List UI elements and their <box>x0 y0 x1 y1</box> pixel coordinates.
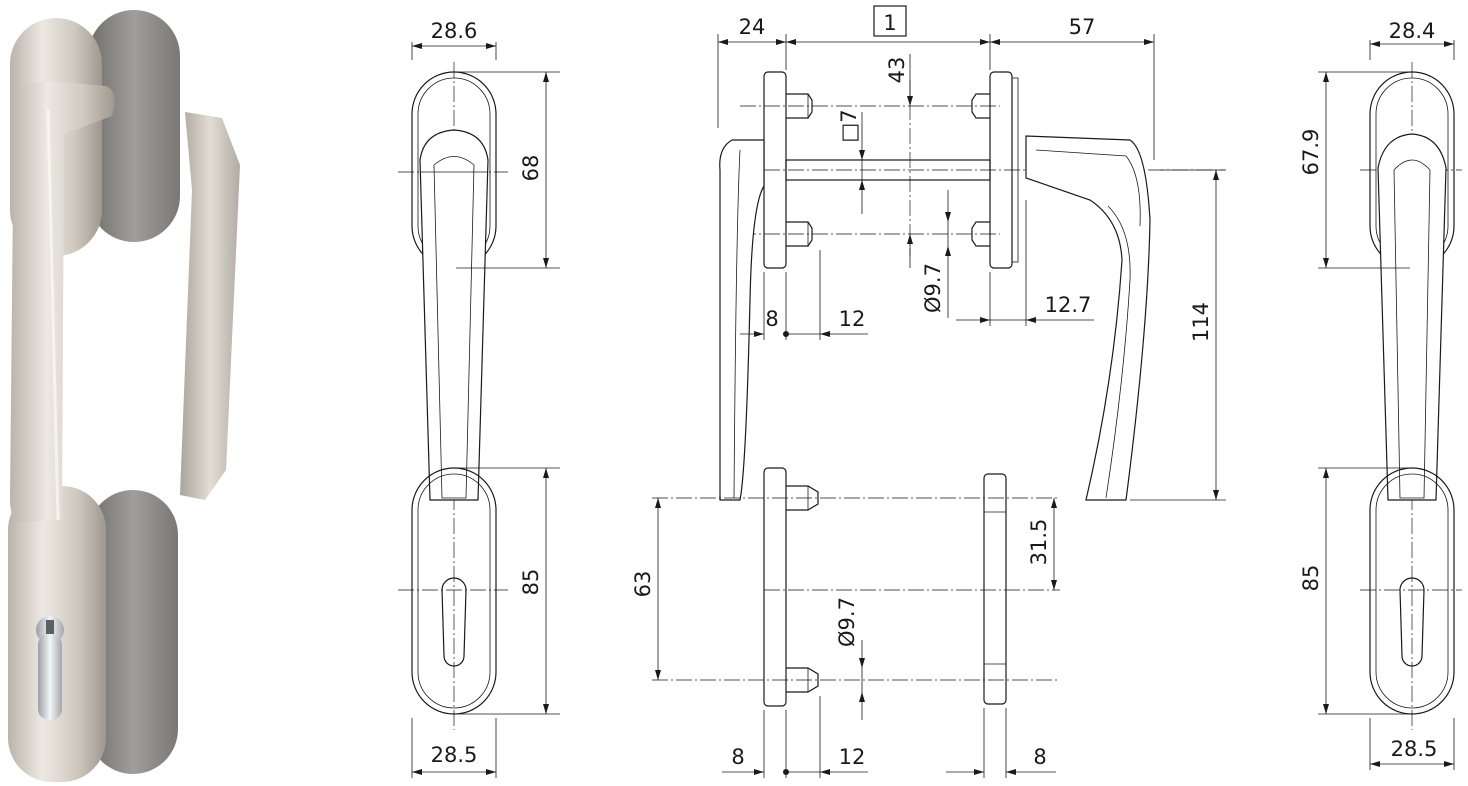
dim-half-spacing: 31.5 <box>1027 519 1051 566</box>
dim-hole-diameter-bottom: Ø9.7 <box>835 597 859 647</box>
dim-stud-left: 12 <box>839 307 866 331</box>
window-handle-photo <box>8 10 240 782</box>
dim-back-lock-plate-height: 85 <box>1299 565 1323 592</box>
dim-bottom-plate-right: 8 <box>1033 745 1046 769</box>
dim-left-rose-offset: 24 <box>739 15 766 39</box>
dim-front-width-bottom: 28.5 <box>431 743 478 767</box>
dim-back-width-bottom: 28.5 <box>1391 737 1438 761</box>
front-view: 28.6 68 85 28.5 <box>398 19 560 778</box>
dim-handle-drop: 114 <box>1189 302 1213 342</box>
dim-back-width-top: 28.4 <box>1389 19 1436 43</box>
dim-bottom-plate: 8 <box>731 745 744 769</box>
dim-front-rose-height: 68 <box>519 155 543 182</box>
dim-bottom-stud: 12 <box>839 745 866 769</box>
dim-right-handle-depth: 57 <box>1069 15 1096 39</box>
back-view: 28.4 67.9 85 28.5 <box>1299 19 1462 770</box>
side-view: 1 24 57 43 □7 Ø9.7 <box>631 5 1226 778</box>
dim-hole-diameter-top: Ø9.7 <box>921 263 945 313</box>
callout-1: 1 <box>883 11 896 35</box>
dim-rose-thickness: 12.7 <box>1045 293 1092 317</box>
dim-stud-spacing: 63 <box>631 571 655 598</box>
dim-front-lock-plate-height: 85 <box>519 569 543 596</box>
dim-spindle-offset: 43 <box>885 57 909 84</box>
dim-front-width-top: 28.6 <box>431 19 478 43</box>
dim-square-spindle: □7 <box>837 109 861 142</box>
dim-back-rose-height: 67.9 <box>1299 129 1323 176</box>
dim-plate-left: 8 <box>765 307 778 331</box>
